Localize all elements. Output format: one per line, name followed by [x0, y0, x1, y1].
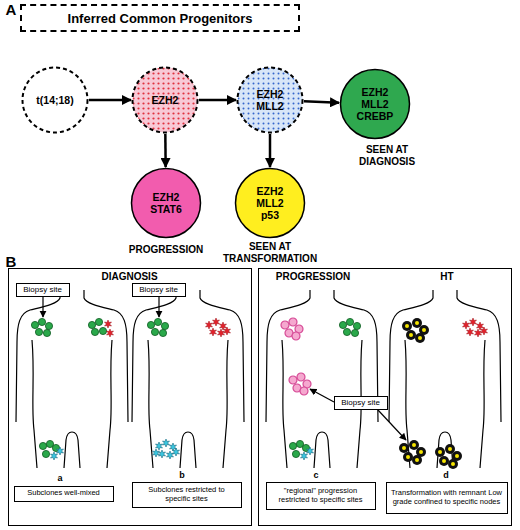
subpanel-letter: a	[54, 473, 66, 484]
panel-letter: B	[3, 253, 19, 271]
biopsy-tag: Biopsy site	[16, 283, 70, 297]
panel-box: PROGRESSION HT Biopsy site "regional" progr…	[258, 268, 512, 526]
clone-disc	[236, 169, 305, 238]
panel-heading: DIAGNOSIS	[9, 271, 250, 282]
panel-heading: PROGRESSION	[271, 271, 355, 282]
caption-text: "regional" progression restricted to spe…	[270, 487, 372, 504]
biopsy-tag: Biopsy site	[334, 396, 388, 410]
caption-box: Transformation with remnant Low grade co…	[386, 482, 508, 514]
subpanel-letter: c	[310, 470, 322, 481]
body-outline	[389, 290, 501, 468]
green-cluster	[31, 318, 52, 336]
cyan-cluster	[153, 439, 180, 459]
clone-disc	[238, 68, 303, 133]
leader-arrow	[310, 389, 334, 402]
biopsy-text: Biopsy site	[23, 285, 62, 294]
panel-heading: HT	[427, 271, 467, 282]
biopsy-text: Biopsy site	[139, 285, 178, 294]
mixed-cluster	[88, 318, 113, 337]
mixed-cluster	[39, 440, 63, 460]
clone-circle: EZH2 MLL2 CREBP	[339, 68, 411, 140]
leader-arrow	[158, 297, 159, 317]
lineage-arrow	[304, 101, 339, 102]
caption-box: "regional" progression restricted to spe…	[266, 482, 376, 510]
pink-cluster	[281, 318, 303, 340]
clone-circle: t(14;18)	[21, 66, 89, 134]
stage-label: SEEN AT TRANSFORMATION	[220, 241, 320, 265]
clone-circle: EZH2 MLL2	[236, 66, 304, 134]
mutation-text: EZH2 MLL2 CREBP	[354, 86, 396, 122]
progenitor-banner: Inferred Common Progenitors	[20, 4, 300, 32]
red-cluster	[206, 318, 231, 337]
clone-disc	[132, 169, 201, 238]
green-cluster	[147, 318, 168, 336]
lineage-arrow	[89, 99, 131, 102]
transformed-cluster	[402, 318, 429, 343]
biopsy-tag: Biopsy site	[132, 283, 186, 297]
mutation-text: EZH2	[144, 94, 186, 106]
mixed-cluster	[289, 440, 313, 460]
caption-text: Transformation with remnant Low grade co…	[390, 489, 504, 506]
red-cluster	[463, 318, 488, 337]
caption-text: Subclones well-mixed	[27, 489, 100, 498]
clone-disc	[23, 68, 88, 133]
pink-cluster	[289, 373, 311, 395]
lineage-arrow	[269, 134, 272, 167]
mutation-text: EZH2 MLL2 p53	[249, 185, 291, 221]
transformed-cluster	[399, 440, 426, 465]
banner-text: Inferred Common Progenitors	[68, 11, 253, 26]
subpanel-letter: d	[440, 470, 452, 481]
subpanel-letter: b	[176, 470, 188, 481]
biopsy-text: Biopsy site	[341, 398, 380, 407]
lineage-arrow	[164, 134, 167, 167]
mutation-text: t(14;18)	[25, 94, 85, 106]
stage-label: SEEN AT DIAGNOSIS	[348, 144, 426, 168]
lineage-arrow	[199, 99, 236, 102]
clone-circle: EZH2 MLL2 p53	[234, 167, 306, 239]
caption-text: Subclones restricted to specific sites	[136, 486, 238, 503]
mutation-text: EZH2 MLL2	[249, 88, 291, 112]
stage-label: PROGRESSION	[116, 244, 216, 256]
clone-disc	[133, 68, 198, 133]
body-outline	[16, 290, 128, 468]
caption-box: Subclones well-mixed	[14, 486, 114, 502]
caption-box: Subclones restricted to specific sites	[132, 482, 242, 508]
clone-disc	[341, 70, 410, 139]
clone-circle: EZH2	[131, 66, 199, 134]
body-outline	[132, 290, 244, 468]
clone-circle: EZH2 STAT6	[130, 167, 202, 239]
transformed-cluster	[435, 444, 462, 469]
body-outline	[266, 290, 378, 468]
green-cluster	[339, 318, 360, 336]
leader-arrow	[42, 297, 43, 317]
leader-arrow	[378, 410, 406, 440]
mutation-text: EZH2 STAT6	[145, 191, 187, 215]
panel-letter: A	[3, 1, 19, 19]
panel-box: DIAGNOSIS Biopsy site Biopsy siteSubclones…	[8, 268, 252, 526]
